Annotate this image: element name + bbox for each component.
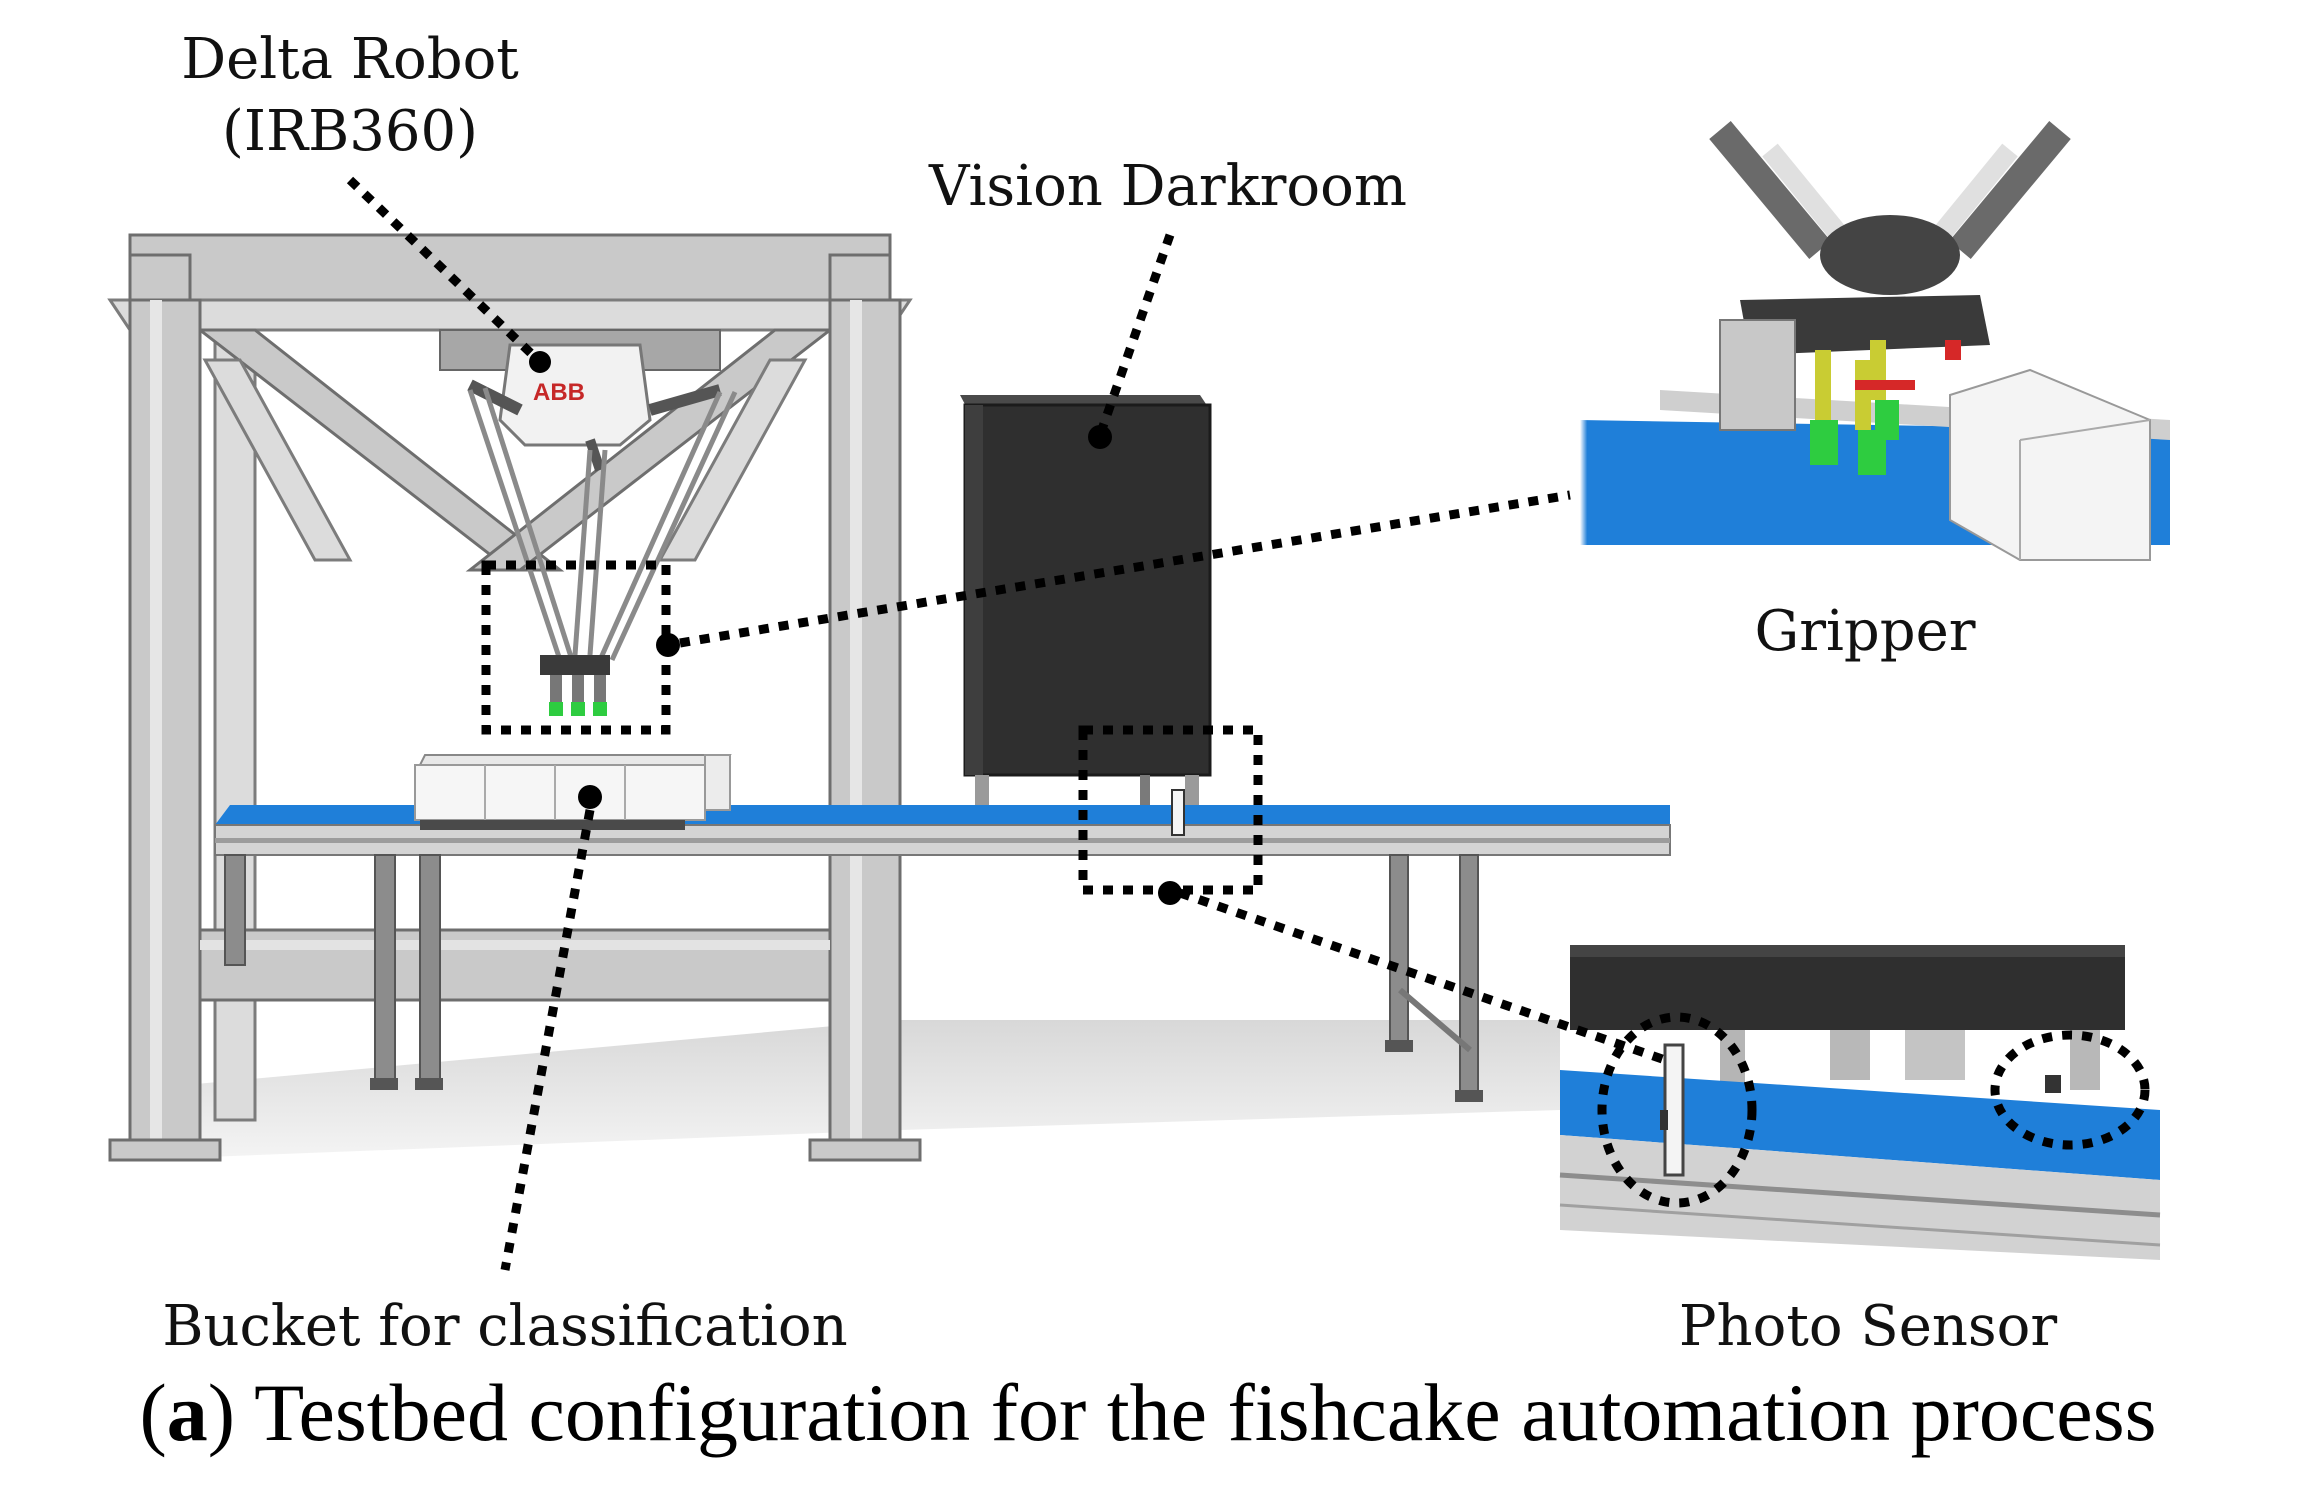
bucket (414, 754, 732, 830)
robot-logo: ABB (533, 379, 585, 406)
figure-caption: (a) Testbed configuration for the fishca… (139, 1367, 2156, 1458)
leader-lines (346, 176, 2150, 1271)
label-photo-sensor: Photo Sensor (1679, 1294, 2058, 1359)
label-bucket: Bucket for classification (162, 1294, 847, 1359)
robot-frame (107, 233, 922, 1162)
photo-sensor-device (1171, 789, 1185, 836)
vision-darkroom (960, 395, 1212, 815)
label-delta-robot-model: (IRB360) (222, 99, 478, 164)
caption-letter: a (167, 1367, 208, 1458)
label-vision-darkroom: Vision Darkroom (928, 154, 1407, 219)
label-delta-robot: Delta Robot (181, 27, 519, 92)
gripper-detail-inset (1580, 121, 2170, 561)
label-gripper: Gripper (1754, 599, 1975, 664)
caption-text: Testbed configuration for the fishcake a… (235, 1367, 2156, 1458)
photo-sensor-detail-inset (1559, 945, 2161, 1260)
